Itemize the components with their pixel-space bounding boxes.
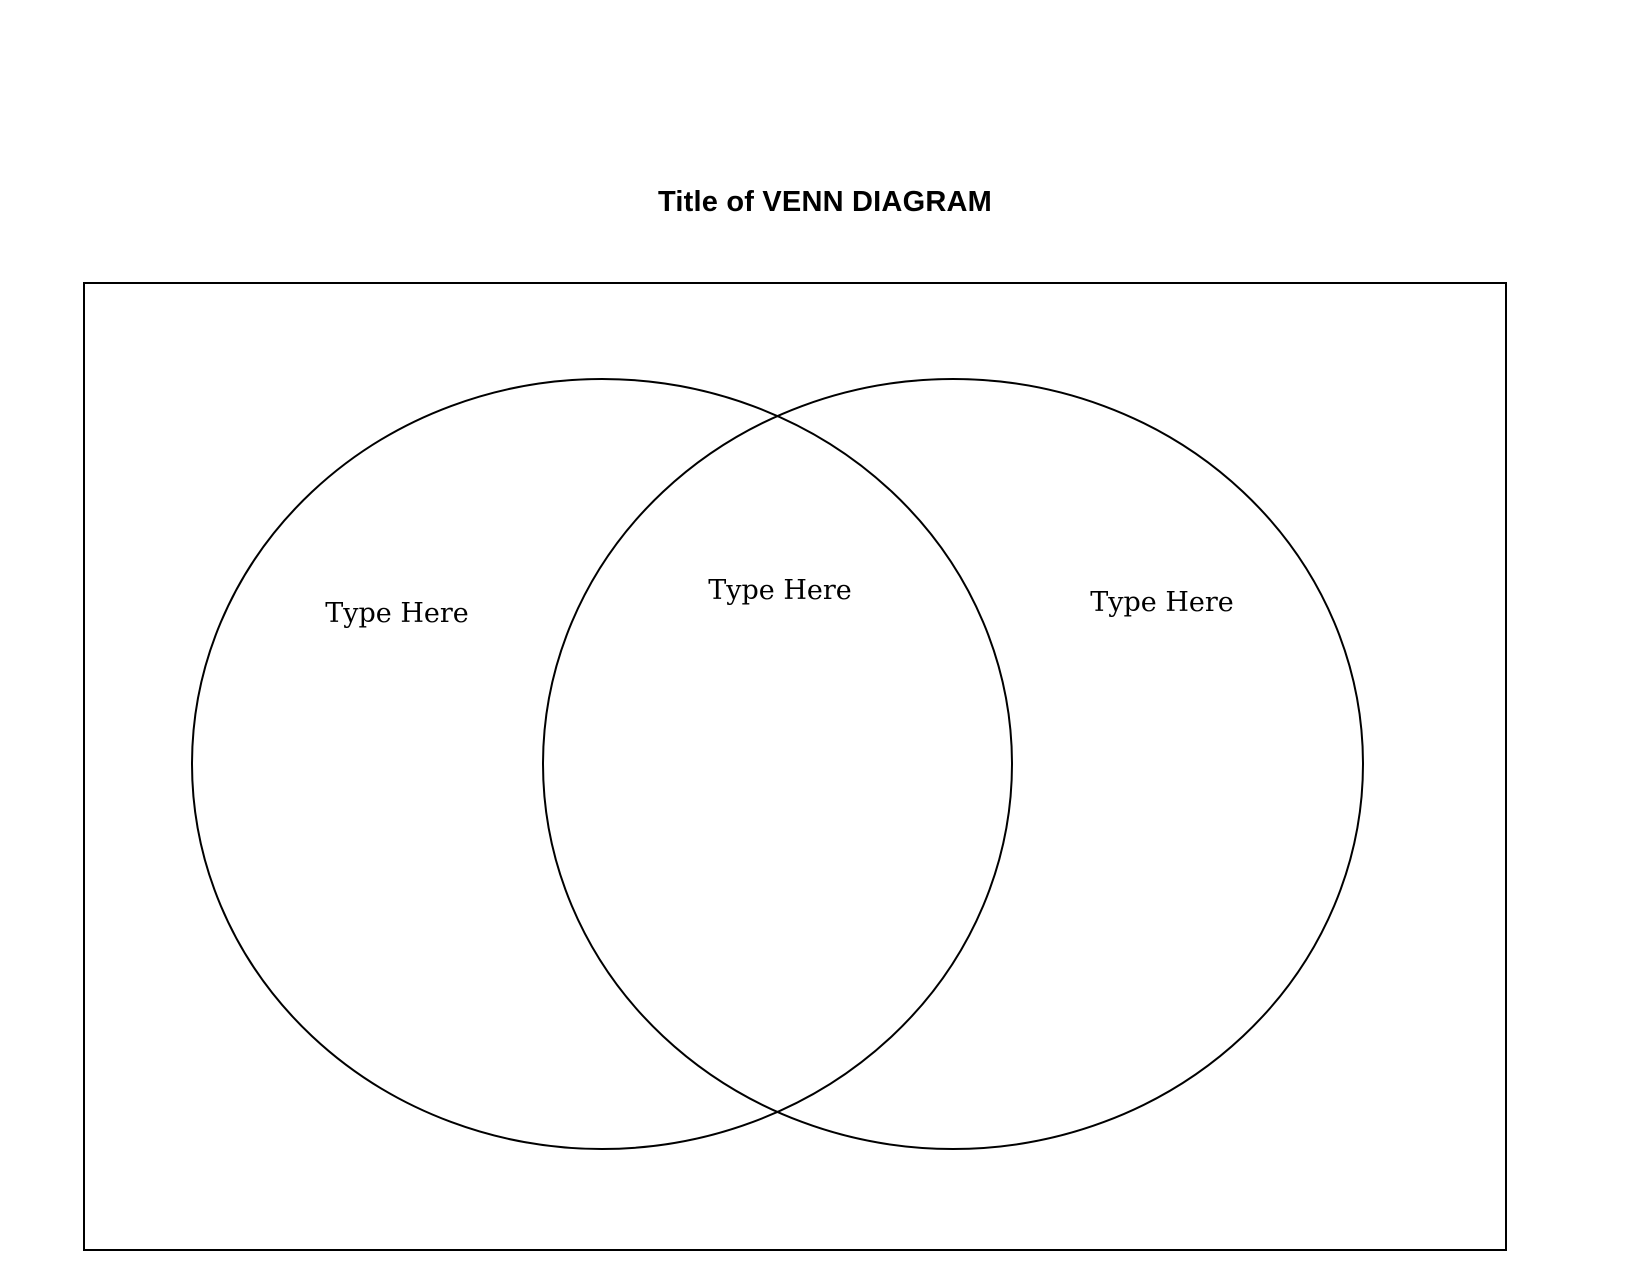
center-region-label[interactable]: Type Here <box>708 575 852 606</box>
left-region-label[interactable]: Type Here <box>325 598 469 629</box>
diagram-frame <box>83 282 1507 1251</box>
page-title: Title of VENN DIAGRAM <box>658 186 992 218</box>
right-region-label[interactable]: Type Here <box>1090 587 1234 618</box>
